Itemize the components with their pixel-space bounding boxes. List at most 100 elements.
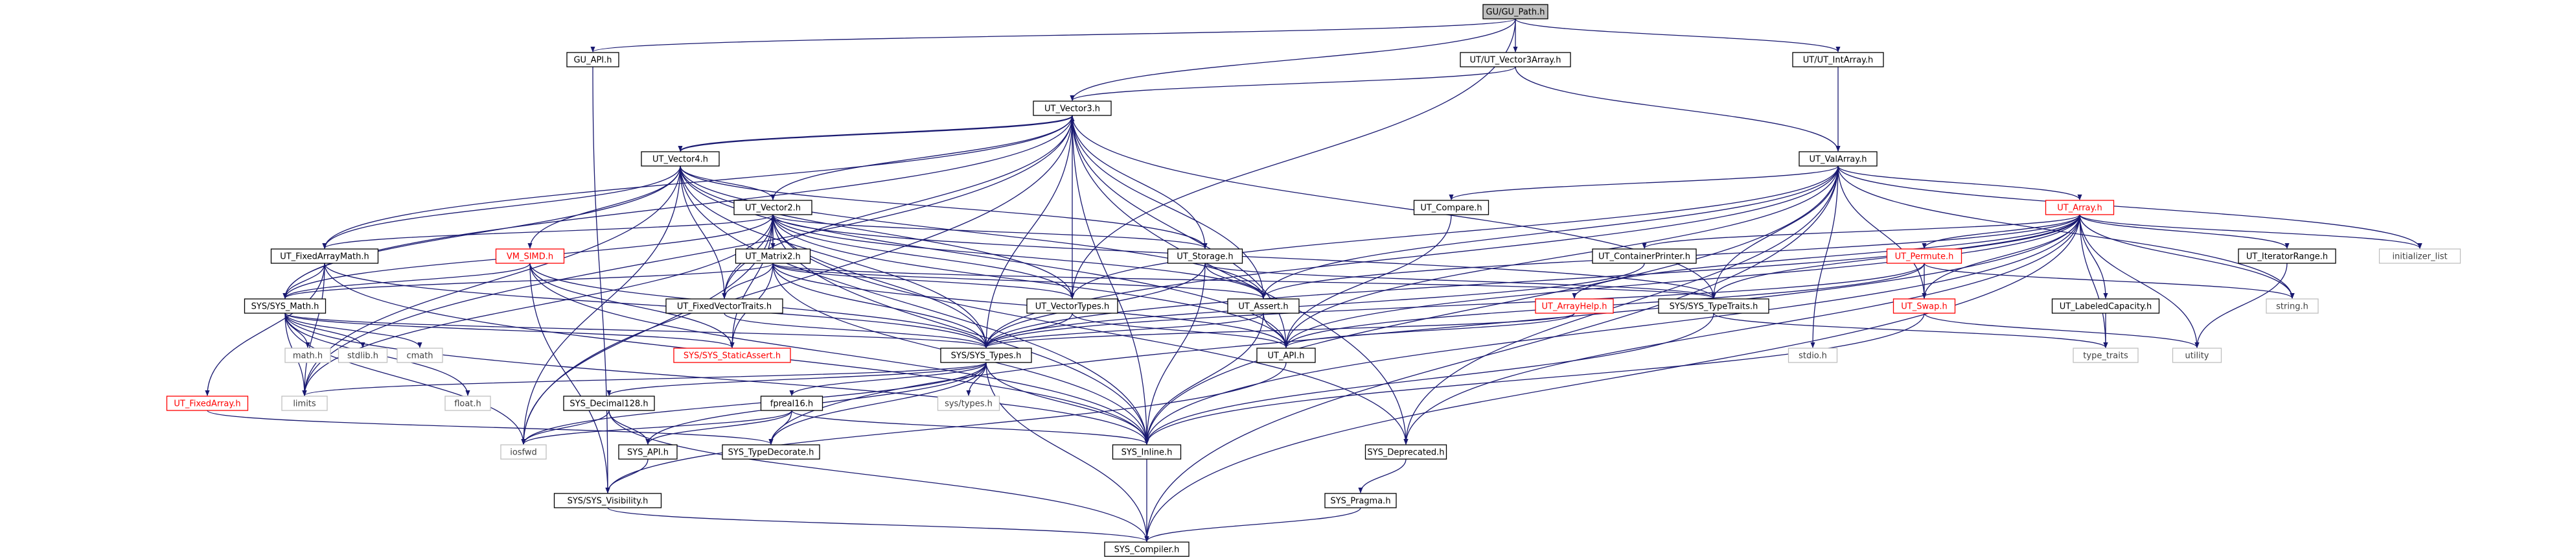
edge-sys-math-to-sys-inline <box>284 313 1149 445</box>
edge-ut-storage-to-ut-assert <box>1204 263 1266 299</box>
edge-gu-path-to-gu-api <box>590 18 1516 53</box>
node-ut-array-h[interactable]: UT_Array.h <box>2045 200 2115 215</box>
node-label: UT_Vector3.h <box>1044 104 1100 114</box>
node-ut-vector4-h[interactable]: UT_Vector4.h <box>641 151 720 167</box>
edge-ut-fixedarraymath-to-limits <box>302 263 325 396</box>
edge-ut-array-to-ut-arrayhelp <box>1572 214 2080 299</box>
edge-ut-vector2-to-sys-types <box>772 214 989 348</box>
edge-ut-matrix2-to-sys-types <box>772 263 989 348</box>
node-label: SYS/SYS_Math.h <box>251 302 319 312</box>
edge-ut-vector3-to-ut-fixedarraymath <box>322 115 1073 249</box>
node-ut-fixedarraymath-h[interactable]: UT_FixedArrayMath.h <box>270 248 379 264</box>
node-sys-api-h[interactable]: SYS_API.h <box>618 444 678 460</box>
edge-ut-vector4-to-ut-storage <box>680 165 1208 249</box>
node-sys-sys-typetraits-h[interactable]: SYS/SYS_TypeTraits.h <box>1658 298 1769 314</box>
edge-vm-simd-to-sys-inline <box>529 263 1149 445</box>
edge-ut-vector2-to-ut-vectortypes <box>772 214 1075 299</box>
node-sys-sys-visibility-h[interactable]: SYS/SYS_Visibility.h <box>553 493 662 508</box>
node-box <box>500 444 547 460</box>
edge-ut-vector3array-to-ut-valarray <box>1515 66 1841 152</box>
node-label: SYS_TypeDecorate.h <box>728 448 814 458</box>
node-ut-assert-h[interactable]: UT_Assert.h <box>1227 298 1300 314</box>
node-label: UT_IteratorRange.h <box>2246 252 2328 262</box>
edge-sys-pragma-to-sys-compiler <box>1144 507 1361 542</box>
node-box <box>1792 52 1884 67</box>
node-gu-api-h[interactable]: GU_API.h <box>566 52 619 67</box>
node-ut-arrayhelp-h[interactable]: UT_ArrayHelp.h <box>1535 298 1614 314</box>
edge-ut-array-to-ut-iteratorrange <box>2079 214 2290 249</box>
edge-fpreal16-to-sys-api <box>645 410 792 445</box>
edge-sys-types-to-iosfwd <box>521 362 987 445</box>
edge-ut-storage-to-sys-inline <box>1144 263 1206 445</box>
node-box <box>1592 248 1697 264</box>
node-ut-api-h[interactable]: UT_API.h <box>1256 348 1316 363</box>
node-box <box>1364 444 1447 460</box>
node-label: SYS/SYS_Types.h <box>951 351 1022 361</box>
node-box <box>2172 348 2222 363</box>
node-label: UT_ValArray.h <box>1810 155 1867 165</box>
edge-ut-vector4-to-sys-inline <box>680 165 1149 445</box>
node-type-traits: type_traits <box>2073 348 2139 363</box>
node-ut-matrix2-h[interactable]: UT_Matrix2.h <box>735 248 811 264</box>
edge-sys-types-to-limits <box>302 362 987 396</box>
edge-ut-array-to-sys-inline <box>1144 214 2080 445</box>
node-sys-typedecorate-h[interactable]: SYS_TypeDecorate.h <box>722 444 820 460</box>
node-vm-simd-h[interactable]: VM_SIMD.h <box>495 248 565 264</box>
edge-ut-vector2-to-sys-staticassert <box>730 214 774 348</box>
edge-sys-math-to-iosfwd <box>284 313 526 445</box>
node-ut-fixedvectortraits-h[interactable]: UT_FixedVectorTraits.h <box>665 298 783 314</box>
edge-sys-types-to-sys-inline <box>985 362 1149 445</box>
edge-sys-typetraits-to-type-traits <box>1713 313 2108 348</box>
edge-ut-fixedarraymath-to-sys-types <box>324 263 989 348</box>
edge-ut-array-to-sys-compiler <box>1144 214 2080 542</box>
node-fpreal16-h[interactable]: fpreal16.h <box>760 396 823 411</box>
edge-sys-deprecated-to-sys-pragma <box>1358 458 1407 493</box>
node-gu-gu-path-h[interactable]: GU/GU_Path.h <box>1482 4 1548 19</box>
edge-sys-visibility-to-sys-compiler <box>607 507 1149 542</box>
node-ut-swap-h[interactable]: UT_Swap.h <box>1892 298 1956 314</box>
node-box <box>270 248 379 264</box>
edge-ut-vector3-to-sys-inline <box>1072 115 1149 445</box>
node-ut-ut-intarray-h[interactable]: UT/UT_IntArray.h <box>1792 52 1884 67</box>
edge-ut-compare-to-ut-api <box>1283 214 1452 348</box>
node-sys-compiler-h[interactable]: SYS_Compiler.h <box>1104 541 1190 557</box>
node-box <box>1026 298 1118 314</box>
node-box <box>733 200 812 215</box>
node-box <box>1167 248 1243 264</box>
node-ut-valarray-h[interactable]: UT_ValArray.h <box>1799 151 1878 167</box>
edge-fpreal16-to-sys-typedecorate <box>768 410 792 445</box>
node-sys-sys-math-h[interactable]: SYS/SYS_Math.h <box>244 298 327 314</box>
node-box <box>566 52 619 67</box>
node-ut-vectortypes-h[interactable]: UT_VectorTypes.h <box>1026 298 1118 314</box>
edge-ut-vector4-to-sys-math <box>282 165 681 299</box>
node-sys-sys-types-h[interactable]: SYS/SYS_Types.h <box>940 348 1032 363</box>
node-sys-deprecated-h[interactable]: SYS_Deprecated.h <box>1364 444 1447 460</box>
edge-sys-math-to-sys-types <box>284 313 989 348</box>
node-ut-vector3-h[interactable]: UT_Vector3.h <box>1033 101 1112 116</box>
node-ut-labeledcapacity-h[interactable]: UT_LabeledCapacity.h <box>2051 298 2160 314</box>
edge-ut-vector4-to-ut-assert <box>680 165 1266 299</box>
node-sys-sys-staticassert-h[interactable]: SYS/SYS_StaticAssert.h <box>673 348 791 363</box>
node-ut-vector2-h[interactable]: UT_Vector2.h <box>733 200 812 215</box>
node-ut-ut-vector3array-h[interactable]: UT/UT_Vector3Array.h <box>1460 52 1571 67</box>
edge-sys-decimal128-to-iosfwd <box>521 410 610 445</box>
node-layer: GU/GU_Path.hGU_API.h UT/UT_Vector3Array.h… <box>166 4 2461 557</box>
node-ut-storage-h[interactable]: UT_Storage.h <box>1167 248 1243 264</box>
node-ut-compare-h[interactable]: UT_Compare.h <box>1413 200 1489 215</box>
node-ut-iteratorrange-h[interactable]: UT_IteratorRange.h <box>2238 248 2336 264</box>
node-box <box>760 396 823 411</box>
node-box <box>673 348 791 363</box>
edge-ut-arrayhelp-to-sys-types <box>983 313 1575 348</box>
edge-ut-matrix2-to-ut-assert <box>772 263 1266 299</box>
node-stdio-h: stdio.h <box>1788 348 1838 363</box>
node-ut-containerprinter-h[interactable]: UT_ContainerPrinter.h <box>1592 248 1697 264</box>
node-sys-pragma-h[interactable]: SYS_Pragma.h <box>1324 493 1397 508</box>
node-sys-decimal128-h[interactable]: SYS_Decimal128.h <box>563 396 655 411</box>
node-limits: limits <box>281 396 328 411</box>
node-sys-inline-h[interactable]: SYS_Inline.h <box>1112 444 1182 460</box>
node-box <box>937 396 1000 411</box>
node-ut-fixedarray-h[interactable]: UT_FixedArray.h <box>166 396 249 411</box>
node-label: SYS_Pragma.h <box>1330 497 1390 506</box>
node-ut-permute-h[interactable]: UT_Permute.h <box>1886 248 1962 264</box>
edge-ut-vector3-to-ut-storage <box>1072 115 1208 249</box>
